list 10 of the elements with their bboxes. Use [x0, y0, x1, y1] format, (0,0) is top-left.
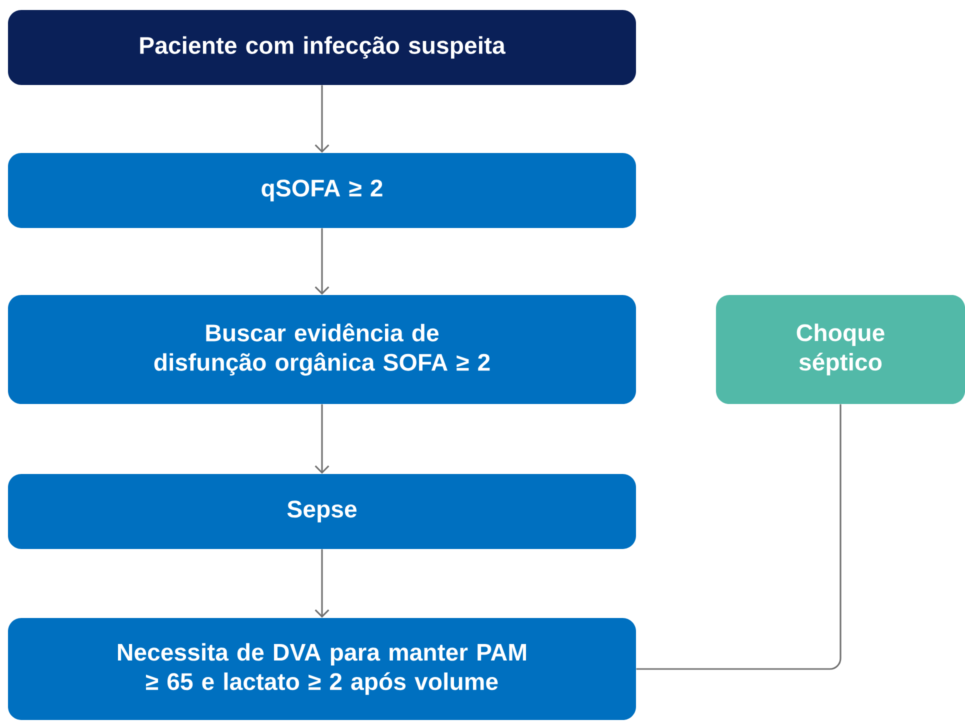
outcome-box: Choque séptico	[716, 294, 965, 404]
process-box: qSOFA ≥ 2	[8, 153, 636, 228]
process-box: Sepse	[8, 474, 636, 549]
process-box: Necessita de DVA para manter PAM ≥ 65 e lactato ≥ 2 após volume	[8, 618, 636, 720]
arrow	[314, 404, 330, 474]
arrow	[314, 85, 330, 153]
process-box: Paciente com infecção suspeita	[8, 10, 636, 85]
arrow	[314, 549, 330, 618]
process-box: Buscar evidência de disfunção orgânica SOFA ≥ 2	[8, 294, 636, 404]
arrow	[314, 228, 330, 295]
